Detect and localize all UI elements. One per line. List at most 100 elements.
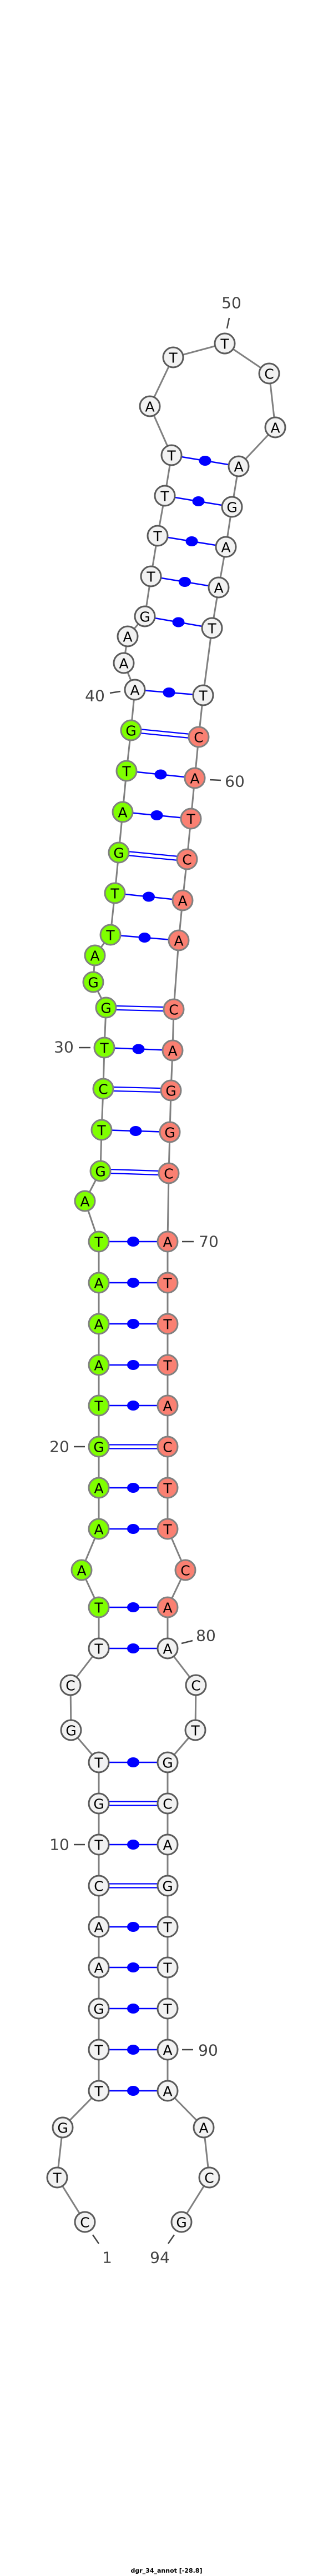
nucleotide-circle <box>228 455 250 477</box>
bond-dot <box>127 2086 139 2096</box>
nucleotide-letter: C <box>191 1678 200 1694</box>
nucleotide-circle <box>258 362 280 385</box>
nucleotide-circle <box>88 1272 110 1294</box>
nucleotide: C <box>92 1078 114 1100</box>
nucleotide-circle <box>93 1037 115 1059</box>
nucleotide-letter: C <box>182 852 191 868</box>
nucleotide-letter: T <box>94 1755 103 1771</box>
nucleotide-letter: G <box>164 1125 175 1141</box>
nucleotide-circle <box>88 1477 110 1499</box>
nucleotide-letter: T <box>163 1317 172 1333</box>
nucleotide-circle <box>157 1272 179 1294</box>
nucleotide-circle <box>52 2116 74 2139</box>
nucleotide-letter: T <box>94 2042 103 2059</box>
nucleotide: G <box>160 1079 182 1102</box>
position-label: 10 <box>49 1836 69 1854</box>
nucleotide: T <box>157 1313 179 1335</box>
nucleotide-circle <box>157 2039 179 2061</box>
nucleotide-letter: T <box>163 1481 172 1497</box>
nucleotide: C <box>185 1674 207 1696</box>
base-pair <box>99 1757 168 1767</box>
base-pair <box>157 535 226 548</box>
nucleotide-letter: T <box>163 1920 172 1936</box>
nucleotide-circle <box>120 719 142 741</box>
nucleotide-letter: A <box>118 805 127 821</box>
nucleotide-letter: T <box>163 1358 172 1374</box>
backbone-segment <box>167 1173 170 1242</box>
bond-dot <box>132 1044 145 1054</box>
nucleotide-letter: A <box>94 1960 103 1976</box>
backbone-segment <box>202 627 213 696</box>
position-label: 1 <box>102 2249 112 2267</box>
nucleotide: C <box>188 726 210 748</box>
base-pair <box>99 1278 168 1288</box>
base-pair <box>99 1962 168 1972</box>
nucleotide-circle <box>157 1792 179 1815</box>
base-pair <box>150 575 219 589</box>
nucleotide-circle <box>108 841 130 864</box>
nucleotide-circle <box>88 1916 110 1938</box>
base-pair <box>130 728 199 740</box>
nucleotide-circle <box>70 1559 93 1581</box>
nucleotide-circle <box>112 801 134 823</box>
nucleotide: A <box>113 652 135 674</box>
base-pair <box>99 1401 168 1411</box>
nucleotide-letter: G <box>95 1164 105 1180</box>
nucleotide: T <box>157 1956 179 1979</box>
nucleotide-circle <box>117 625 139 647</box>
nucleotide-letter: A <box>199 2120 208 2136</box>
nucleotide-circle <box>214 332 236 355</box>
base-pair <box>99 1840 168 1850</box>
nucleotide: C <box>74 2211 96 2233</box>
nucleotide: G <box>95 996 117 1019</box>
nucleotide-circle <box>174 1559 196 1581</box>
nucleotide-circle <box>88 1313 110 1335</box>
base-pair <box>99 1319 168 1329</box>
nucleotide-letter: T <box>94 1234 103 1250</box>
base-pair <box>99 1360 168 1370</box>
nucleotide-letter: T <box>94 1837 103 1853</box>
nucleotide: A <box>117 625 139 647</box>
gc-bond-line <box>100 1172 169 1176</box>
nucleotide: A <box>157 2080 179 2102</box>
nucleotide-letter: A <box>80 1194 89 1210</box>
position-label: 50 <box>221 294 241 312</box>
nucleotide: A <box>208 576 230 599</box>
bond-dot <box>127 1962 139 1972</box>
nucleotide: T <box>90 1119 113 1141</box>
nucleotide-letter: G <box>139 609 150 625</box>
base-pair <box>104 1044 173 1054</box>
nucleotide-circle <box>176 848 198 870</box>
nucleotide-letter: A <box>163 1234 172 1250</box>
nucleotide: T <box>157 1916 179 1938</box>
base-pair <box>100 1168 169 1176</box>
nucleotide-letter: G <box>88 975 98 991</box>
nucleotide: A <box>70 1559 93 1581</box>
nucleotide: A <box>157 1230 179 1253</box>
nucleotide-circle <box>157 1596 179 1618</box>
nucleotides: CTGTTGAACTGTGCTTAAAGTAAATAGTCTGGATTGATGA… <box>46 332 286 2233</box>
nucleotide: A <box>157 2039 179 2061</box>
nucleotide-letter: A <box>94 1481 103 1497</box>
base-pair <box>101 1126 170 1136</box>
nucleotide-letter: A <box>119 656 128 672</box>
nucleotide-circle <box>184 767 206 789</box>
nucleotide: T <box>154 485 176 507</box>
nucleotide-circle <box>60 1719 82 1741</box>
bond-dot <box>127 1643 139 1653</box>
nucleotide: T <box>157 1997 179 2020</box>
nucleotide: A <box>88 1956 110 1979</box>
nucleotide-letter: T <box>163 1960 172 1976</box>
nucleotide-letter: T <box>190 1723 200 1739</box>
nucleotide-circle <box>157 1916 179 1938</box>
position-label: 80 <box>196 1627 216 1645</box>
nucleotide-circle <box>140 565 162 587</box>
nucleotide-letter: C <box>65 1678 75 1694</box>
nucleotide-circle <box>157 1875 179 1897</box>
label-tick <box>167 2234 175 2244</box>
nucleotide-circle <box>95 996 117 1019</box>
nucleotide: G <box>82 971 104 993</box>
nucleotide: T <box>162 346 184 368</box>
nucleotide-letter: T <box>97 1123 106 1139</box>
